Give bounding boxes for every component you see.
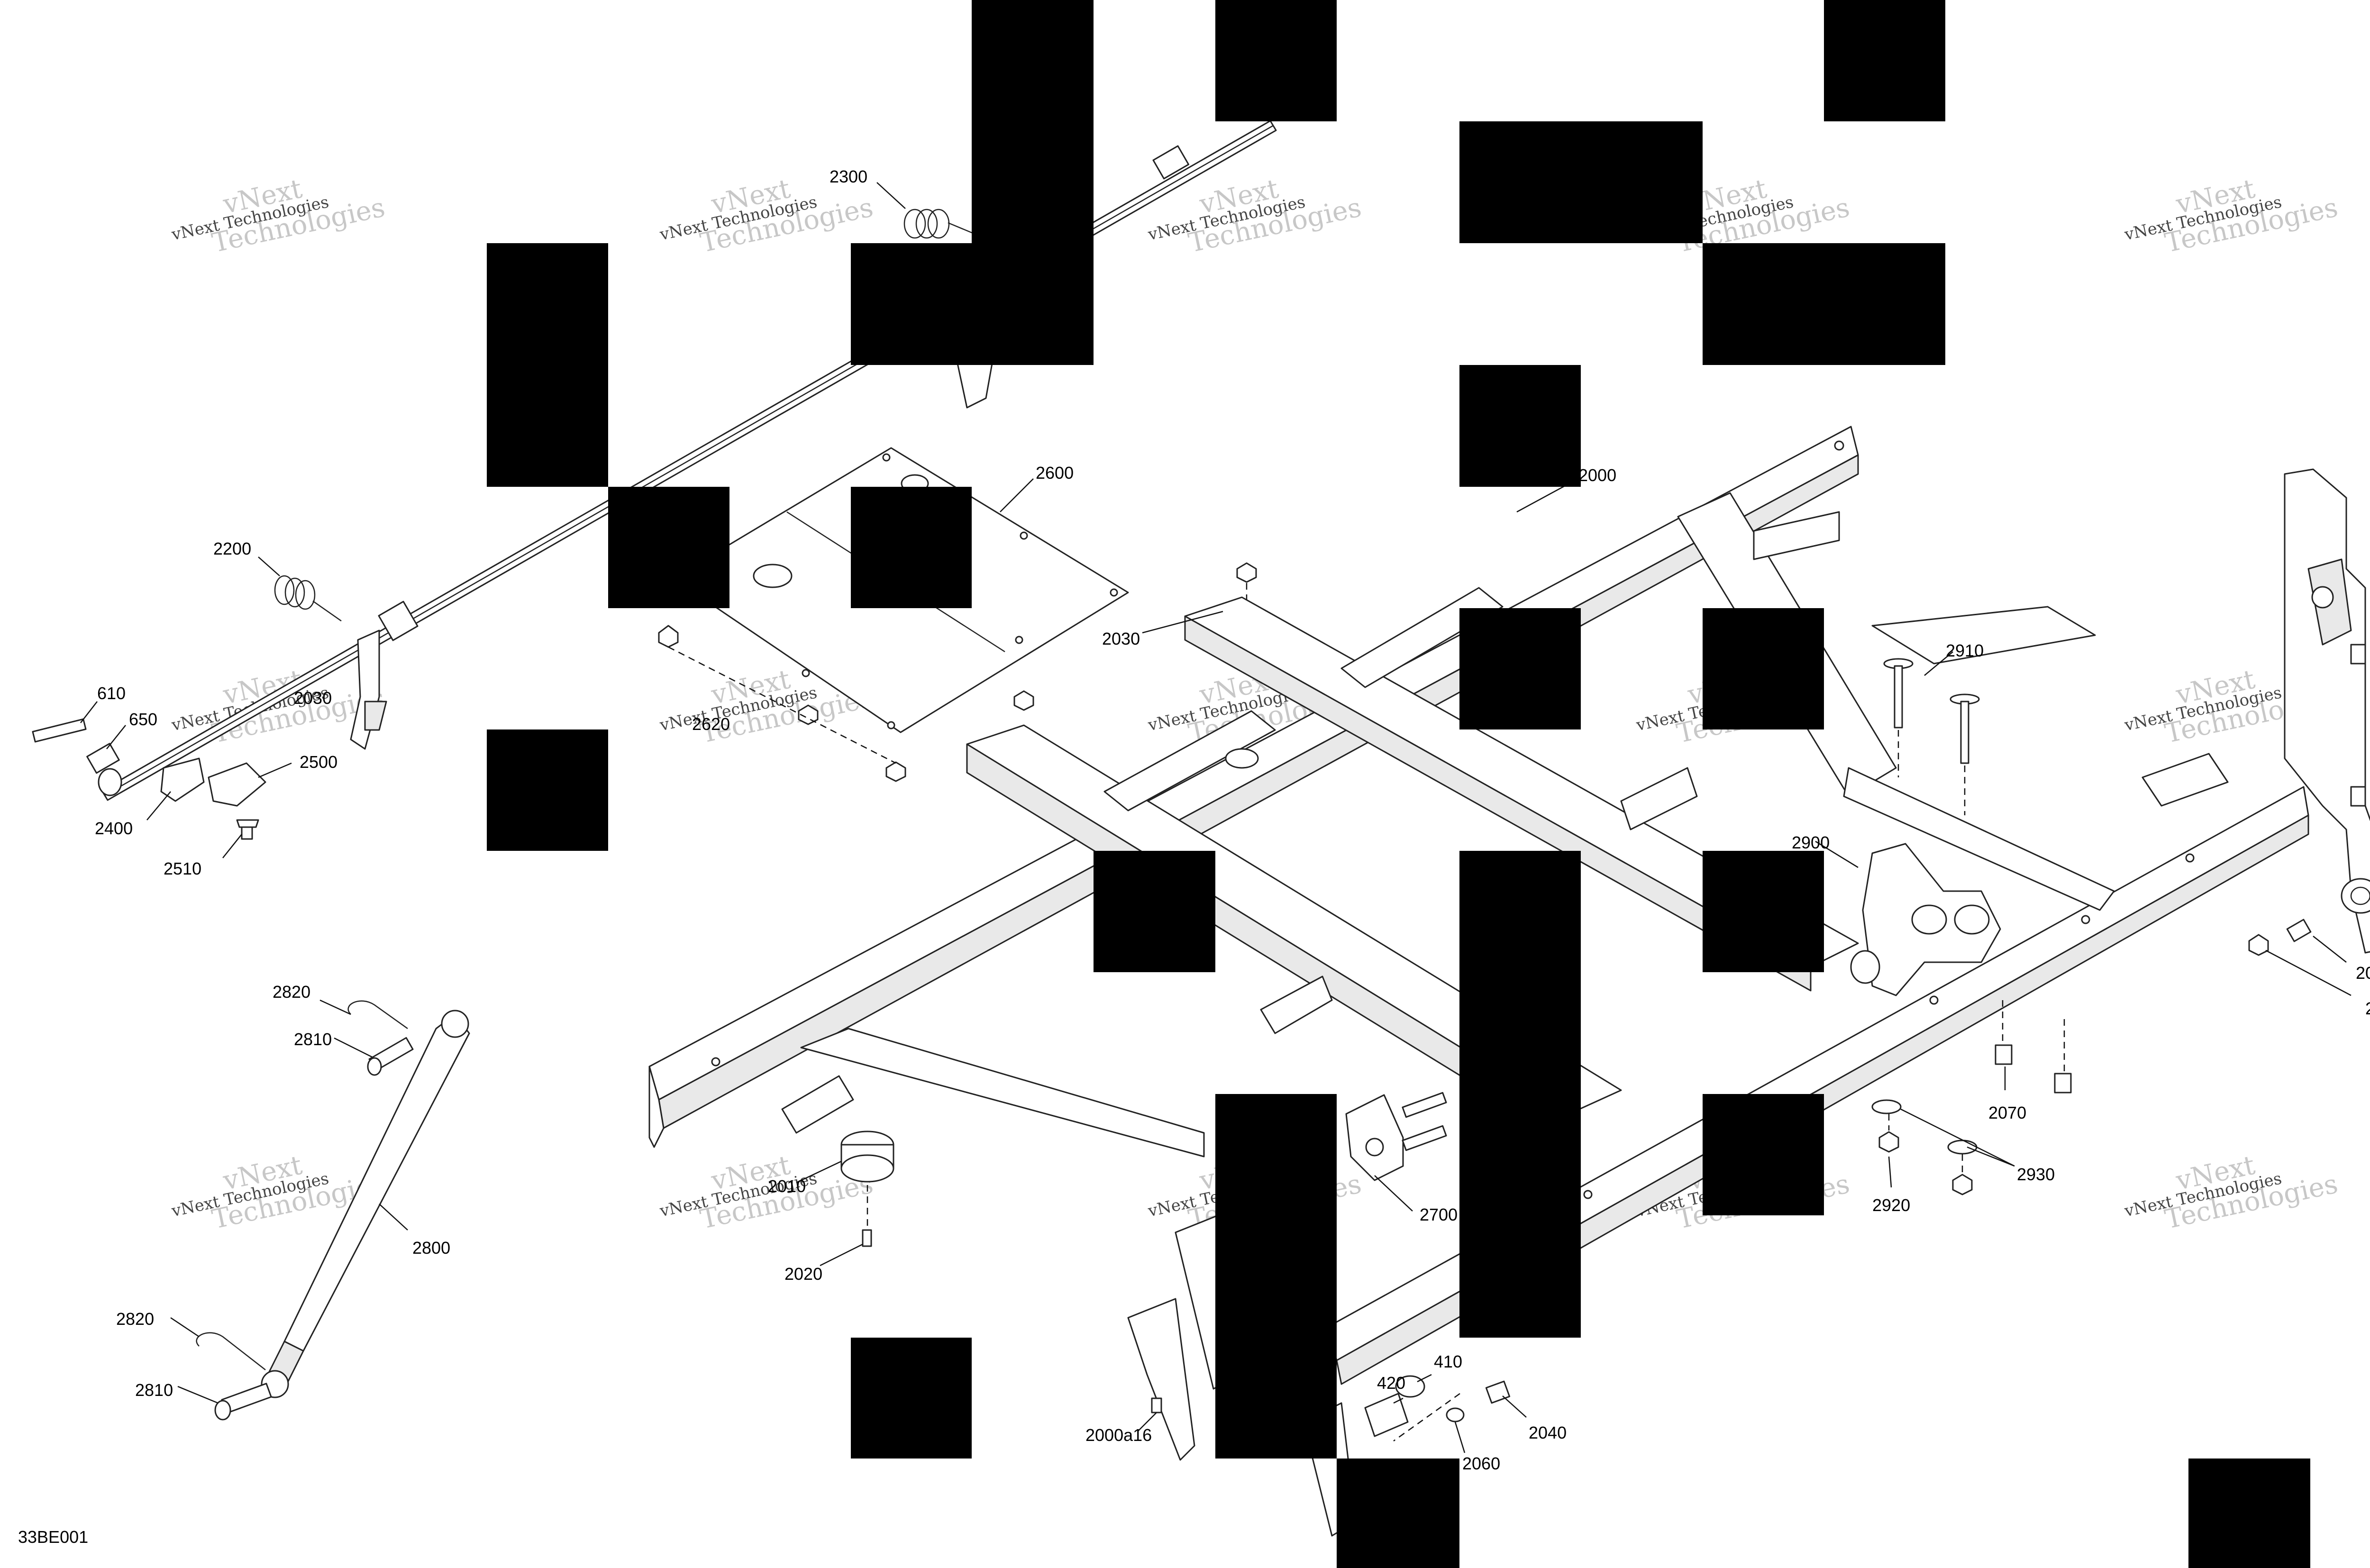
- redaction-block: [1459, 851, 1581, 1338]
- latch-hardware: [32, 718, 266, 840]
- callout-2930: 2930: [2017, 1165, 2055, 1184]
- redaction-block: [487, 243, 608, 487]
- redaction-block: [1703, 851, 1824, 972]
- redaction-block: [1703, 608, 1824, 729]
- callout-labels: 2300 2600 2200 2000 610 650 2030 2030 24…: [95, 167, 2370, 1473]
- callout-2070: 2070: [1988, 1103, 2026, 1122]
- redaction-block: [851, 487, 972, 608]
- redaction-block: [1459, 121, 1703, 243]
- redaction-block: [851, 243, 972, 365]
- callout-2010: 2010: [768, 1176, 806, 1196]
- callout-2300: 2300: [830, 167, 867, 186]
- leader-lines: [80, 182, 2352, 1453]
- redaction-block: [487, 729, 608, 851]
- callout-610: 610: [97, 684, 126, 703]
- callout-2820-top: 2820: [273, 982, 310, 1002]
- gas-strut-2800: [261, 1010, 470, 1398]
- callout-2510: 2510: [164, 859, 201, 878]
- callout-2620: 2620: [692, 714, 730, 734]
- callout-2500: 2500: [300, 752, 337, 772]
- drawing-id: 33BE001: [18, 1527, 88, 1547]
- redaction-blocks: [487, 0, 2310, 1568]
- redaction-block: [1824, 0, 1945, 121]
- callout-2800: 2800: [412, 1238, 450, 1258]
- redaction-block: [1215, 1094, 1337, 1459]
- redaction-block: [1459, 608, 1581, 729]
- callout-2000: 2000: [1578, 465, 1616, 485]
- callout-2920: 2920: [1872, 1195, 1910, 1215]
- callout-2910: 2910: [1946, 641, 1984, 660]
- side-panel-right: [2284, 468, 2370, 954]
- callout-2820-bottom: 2820: [116, 1309, 154, 1329]
- parts: [32, 120, 2370, 1537]
- callout-2200: 2200: [213, 539, 251, 558]
- latch-2700: [1345, 1092, 1447, 1181]
- callout-2030-center: 2030: [1102, 629, 1140, 648]
- bracket-2900: [1850, 843, 2001, 996]
- callout-2810-bottom: 2810: [135, 1380, 173, 1400]
- bolts-2910: [1883, 658, 1980, 815]
- callout-2040-bottom: 2040: [1529, 1423, 1567, 1442]
- bumper-2010: [840, 1130, 894, 1247]
- redaction-block: [608, 487, 729, 608]
- redaction-block: [1337, 1459, 1459, 1568]
- callout-420: 420: [1377, 1373, 1405, 1393]
- callout-2060: 2060: [1462, 1454, 1500, 1473]
- callout-410: 410: [1434, 1352, 1462, 1371]
- callout-2700: 2700: [1420, 1205, 1458, 1224]
- redaction-block: [1215, 0, 1337, 121]
- callout-2400: 2400: [95, 819, 133, 838]
- callout-2030-left: 2030: [294, 688, 332, 708]
- redaction-block: [2188, 1459, 2310, 1568]
- nuts-washers: [1871, 1000, 2072, 1195]
- bushing-2050: [2248, 878, 2370, 956]
- spring-2200: [274, 575, 342, 622]
- spring-2300: [903, 209, 977, 239]
- callout-2810-top: 2810: [294, 1030, 332, 1049]
- redaction-block: [1459, 365, 1581, 487]
- redaction-block: [1703, 243, 1945, 365]
- callout-2000a16: 2000a16: [1085, 1425, 1152, 1445]
- callout-2900: 2900: [1792, 833, 1830, 852]
- redaction-block: [972, 0, 1094, 365]
- callout-2050: 2050: [2356, 963, 2370, 983]
- redaction-block: [1703, 1094, 1824, 1215]
- callout-2020: 2020: [784, 1264, 822, 1284]
- pins-clips: [196, 1000, 414, 1421]
- redaction-block: [1094, 851, 1215, 972]
- callout-2600: 2600: [1036, 463, 1074, 483]
- callout-650: 650: [129, 710, 157, 729]
- callout-2040-right: 2040: [2365, 999, 2370, 1018]
- redaction-block: [851, 1338, 972, 1459]
